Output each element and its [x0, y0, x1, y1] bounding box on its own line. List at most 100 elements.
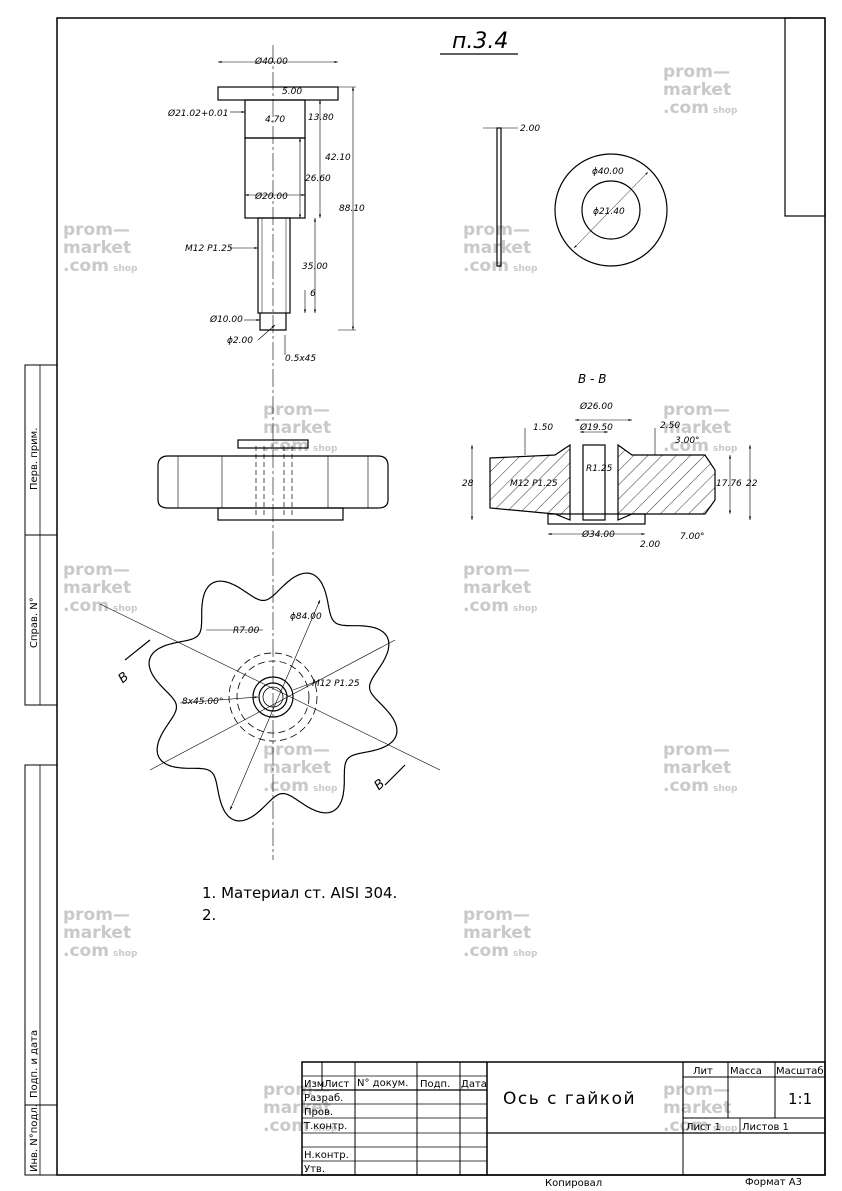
- knob-top-view: [99, 572, 441, 822]
- tb-massa: Масса: [730, 1066, 762, 1077]
- watermark-text: market: [663, 418, 731, 438]
- watermark-text: .com: [463, 256, 509, 276]
- watermark-text: prom—: [663, 1080, 730, 1100]
- dim-axle-d10: Ø10.00: [209, 314, 243, 325]
- watermark-text: market: [63, 923, 131, 943]
- watermark-text: prom—: [463, 905, 530, 925]
- watermark-text: market: [63, 578, 131, 598]
- dim-sec-d195: Ø19.50: [579, 422, 613, 433]
- tb-utv: Утв.: [304, 1164, 325, 1175]
- watermark-3: prom—market.com shop: [663, 400, 738, 456]
- dim-axle-l6: 6: [310, 289, 316, 299]
- watermark-text: .com: [463, 596, 509, 616]
- watermark-text: market: [263, 418, 331, 438]
- watermark-suffix: shop: [713, 444, 738, 454]
- dim-sec-thread: M12 P1.25: [510, 479, 558, 489]
- tb-masshtab: Масштаб: [776, 1066, 824, 1077]
- watermark-suffix: shop: [513, 264, 538, 274]
- watermark-text: market: [663, 758, 731, 778]
- dim-sec-d250: 2.50: [660, 421, 680, 431]
- dim-knob-thread: M12 P1.25: [312, 679, 360, 689]
- section-title: B - B: [578, 372, 606, 386]
- tb-data: Дата: [461, 1079, 487, 1090]
- watermark-suffix: shop: [713, 1124, 738, 1134]
- watermark-text: .com: [263, 1116, 309, 1136]
- watermark-text: market: [463, 578, 531, 598]
- dim-knob-d84: ϕ84.00: [290, 612, 322, 622]
- dim-sec-d150: 1.50: [533, 423, 553, 433]
- dim-axle-l35: 35.00: [302, 262, 328, 272]
- dim-knob-r7: R7.00: [233, 626, 260, 636]
- watermark-suffix: shop: [113, 604, 138, 614]
- side-label-perv-prim: Перв. прим.: [29, 428, 40, 490]
- dim-sec-a3: 3.00°: [675, 436, 700, 446]
- watermark-text: prom—: [63, 560, 130, 580]
- knob-outline: [148, 572, 398, 822]
- dim-washer-outer: ϕ40.00: [592, 167, 624, 177]
- watermark-text: .com: [263, 436, 309, 456]
- note-1: 1. Материал ст. AISI 304.: [202, 884, 397, 902]
- page-ref: п.3.4: [452, 29, 508, 54]
- watermark-text: prom—: [663, 400, 730, 420]
- dim-sec-h22: 22: [746, 479, 758, 489]
- dim-sec-d34: Ø34.00: [581, 529, 615, 540]
- dim-axle-l470: 4.70: [265, 115, 285, 125]
- watermark-text: prom—: [663, 62, 730, 82]
- watermark-suffix: shop: [113, 264, 138, 274]
- dim-sec-h28: 28: [462, 479, 474, 489]
- cut-label-a: B: [116, 669, 133, 686]
- tb-razrab: Разраб.: [304, 1093, 343, 1104]
- side-label-inv: Инв. N°подл.: [29, 1104, 40, 1172]
- dim-washer-thickness: 2.00: [520, 124, 540, 134]
- dim-axle-d2102: Ø21.02+0.01: [167, 108, 228, 119]
- dim-axle-d2: ϕ2.00: [227, 336, 253, 346]
- dim-axle-d40: Ø40.00: [254, 56, 288, 67]
- dim-axle-thread: M12 P1.25: [185, 244, 233, 254]
- sheet-format: Формат А3: [745, 1177, 802, 1188]
- tb-name: Ось с гайкой: [503, 1089, 636, 1109]
- watermark-text: market: [663, 80, 731, 100]
- watermark-suffix: shop: [113, 949, 138, 959]
- watermark-text: .com: [63, 256, 109, 276]
- side-label-podp-data: Подп. и дата: [29, 1030, 40, 1098]
- watermark-text: market: [63, 238, 131, 258]
- dim-sec-d26: Ø26.00: [579, 401, 613, 412]
- dim-axle-d20: Ø20.00: [254, 191, 288, 202]
- title-block: [301, 1061, 826, 1176]
- watermark-suffix: shop: [513, 604, 538, 614]
- watermark-suffix: shop: [313, 444, 338, 454]
- watermark-5: prom—market.com shop: [63, 560, 138, 616]
- tb-n-dokum: N° докум.: [357, 1078, 408, 1089]
- dim-axle-chamfer: 0.5x45: [285, 354, 316, 364]
- watermark-text: .com: [463, 941, 509, 961]
- tb-sheets: Листов 1: [742, 1122, 789, 1133]
- tb-n-kontr: Н.контр.: [304, 1150, 349, 1161]
- watermark-text: .com: [663, 436, 709, 456]
- tb-t-kontr: Т.контр.: [303, 1121, 347, 1132]
- watermark-suffix: shop: [313, 784, 338, 794]
- tb-lit: Лит: [693, 1066, 713, 1077]
- watermark-text: .com: [63, 596, 109, 616]
- watermark-text: .com: [663, 98, 709, 118]
- tb-izm: Изм: [304, 1079, 324, 1090]
- tb-scale: 1:1: [788, 1090, 812, 1108]
- dim-sec-d200: 2.00: [640, 540, 660, 550]
- watermark-text: .com: [663, 1116, 709, 1136]
- watermark-suffix: shop: [513, 949, 538, 959]
- note-2: 2.: [202, 906, 216, 924]
- watermark-text: prom—: [263, 1080, 330, 1100]
- side-label-sprav: Справ. N°: [29, 597, 40, 648]
- dim-axle-l8810: 88.10: [339, 204, 365, 214]
- dim-sec-r125: R1.25: [586, 464, 613, 474]
- dim-axle-l1380: 13.80: [308, 113, 334, 123]
